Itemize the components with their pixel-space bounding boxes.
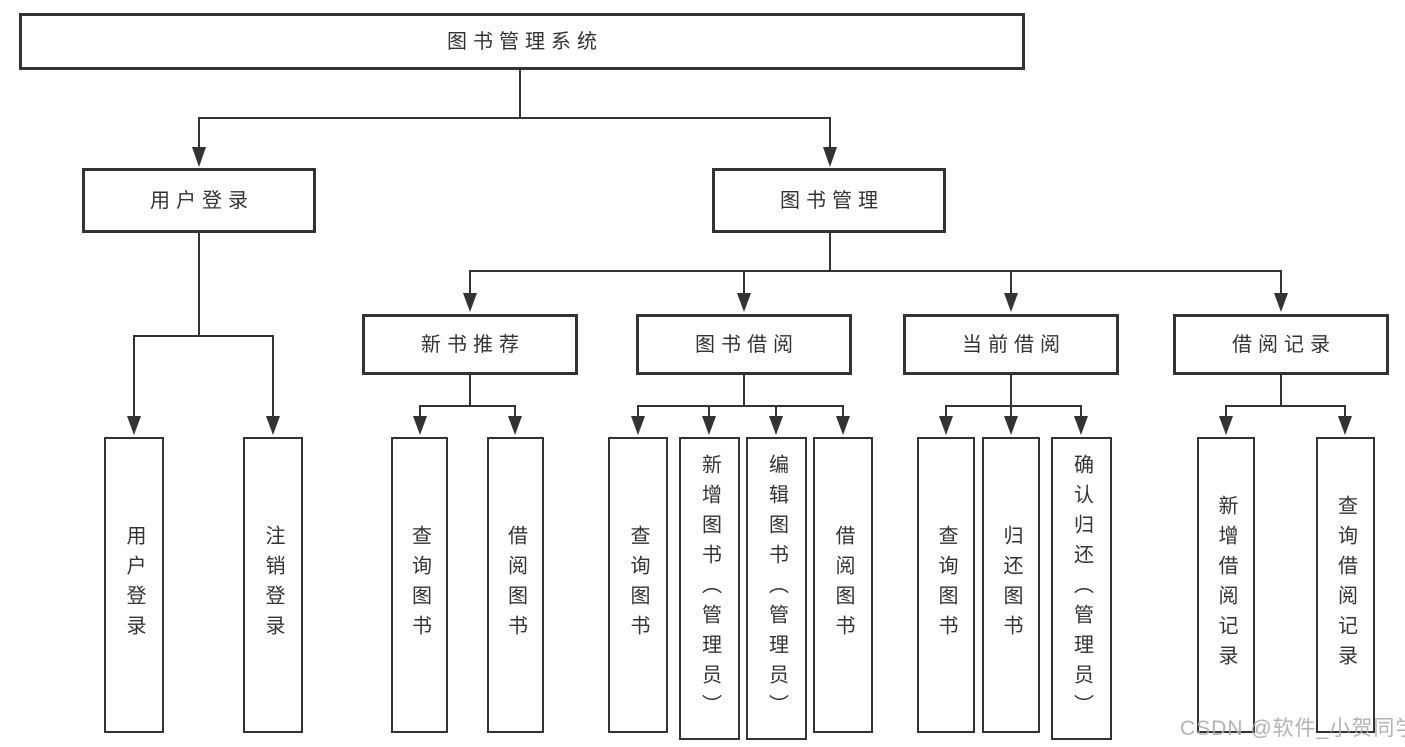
leaf-borrow-books: 借阅图书 [813,437,873,733]
leaf-return-book-label: 归还图书 [1000,525,1022,645]
leaf-user-login-label: 用户登录 [123,525,145,645]
node-book-management-label: 图书管理 [780,189,884,212]
leaf-query-books-borrow-label: 查询图书 [627,525,649,645]
leaf-query-books-current: 查询图书 [917,437,975,733]
leaf-add-book-admin: 新增图书（管理员） [679,437,740,740]
leaf-query-books-recommend-label: 查询图书 [408,525,431,645]
node-current-borrow: 当前借阅 [903,314,1119,375]
leaf-user-login: 用户登录 [104,437,164,733]
leaf-add-book-admin-label: 新增图书（管理员） [698,453,721,724]
leaf-query-books-borrow: 查询图书 [608,437,668,733]
leaf-edit-book-admin: 编辑图书（管理员） [746,437,807,740]
leaf-query-books-current-label: 查询图书 [935,525,957,645]
leaf-edit-book-admin-label: 编辑图书（管理员） [765,453,788,724]
leaf-logout: 注销登录 [243,437,303,733]
leaf-logout-label: 注销登录 [262,525,284,645]
node-book-borrow-label: 图书借阅 [695,333,799,356]
leaf-borrow-books-recommend-label: 借阅图书 [504,525,527,645]
node-book-management: 图书管理 [712,168,946,233]
watermark: CSDN @软件_小贺同学 [1180,717,1405,740]
node-library-system-label: 图书管理系统 [447,30,603,53]
leaf-confirm-return-admin-label: 确认归还（管理员） [1070,453,1093,724]
node-borrow-records: 借阅记录 [1173,314,1389,375]
node-borrow-records-label: 借阅记录 [1232,333,1336,356]
leaf-return-book: 归还图书 [982,437,1040,733]
leaf-add-borrow-record-label: 新增借阅记录 [1215,495,1237,675]
leaf-borrow-books-label: 借阅图书 [832,525,854,645]
node-user-login: 用户登录 [82,168,316,233]
node-library-system: 图书管理系统 [19,13,1025,70]
leaf-add-borrow-record: 新增借阅记录 [1197,437,1255,733]
node-current-borrow-label: 当前借阅 [962,333,1066,356]
node-new-book-recommend-label: 新书推荐 [421,333,525,356]
leaf-query-borrow-record-label: 查询借阅记录 [1334,495,1357,675]
node-book-borrow: 图书借阅 [636,314,852,375]
leaf-confirm-return-admin: 确认归还（管理员） [1051,437,1112,740]
node-user-login-label: 用户登录 [150,189,254,212]
leaf-borrow-books-recommend: 借阅图书 [487,437,544,733]
node-new-book-recommend: 新书推荐 [362,314,578,375]
leaf-query-books-recommend: 查询图书 [391,437,448,733]
leaf-query-borrow-record: 查询借阅记录 [1316,437,1375,733]
